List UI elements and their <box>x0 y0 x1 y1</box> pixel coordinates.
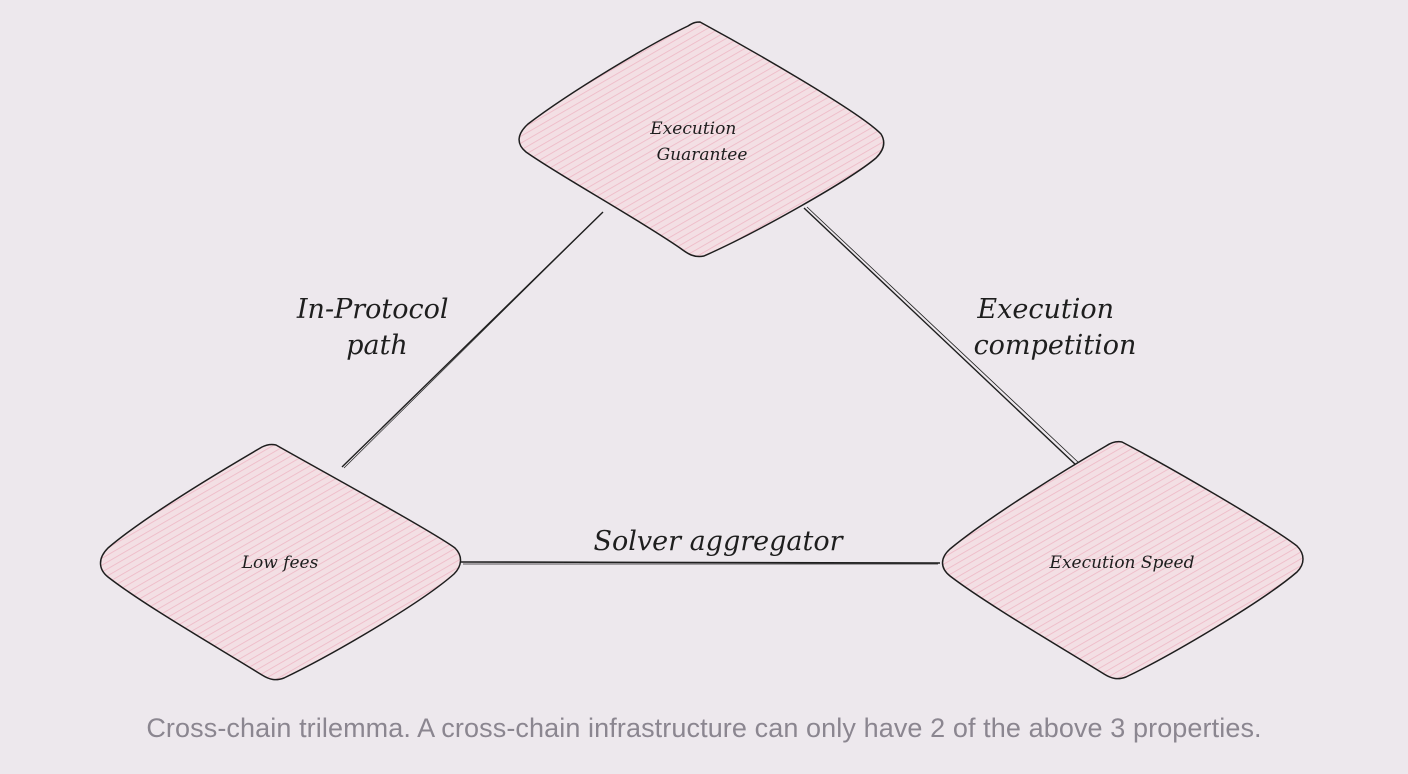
node-execution-guarantee-label: Execution Guarantee <box>649 119 747 165</box>
edge-label-execution-competition: Execution competition <box>974 294 1137 361</box>
node-execution-speed: Execution Speed <box>941 440 1304 680</box>
edge-label-in-protocol-path: In-Protocol path <box>296 294 457 361</box>
node-execution-guarantee: Execution Guarantee <box>518 21 885 258</box>
node-low-fees-label: Low fees <box>241 553 319 573</box>
node-execution-speed-label: Execution Speed <box>1049 553 1195 573</box>
figure-caption: Cross-chain trilemma. A cross-chain infr… <box>146 713 1262 743</box>
connector-right <box>803 206 1080 467</box>
connector-bottom <box>460 561 941 565</box>
connector-left <box>341 211 604 469</box>
node-low-fees: Low fees <box>99 443 462 681</box>
edge-label-solver-aggregator: Solver aggregator <box>593 526 844 557</box>
trilemma-diagram: Execution Guarantee Low fees Execution S… <box>99 21 1304 681</box>
